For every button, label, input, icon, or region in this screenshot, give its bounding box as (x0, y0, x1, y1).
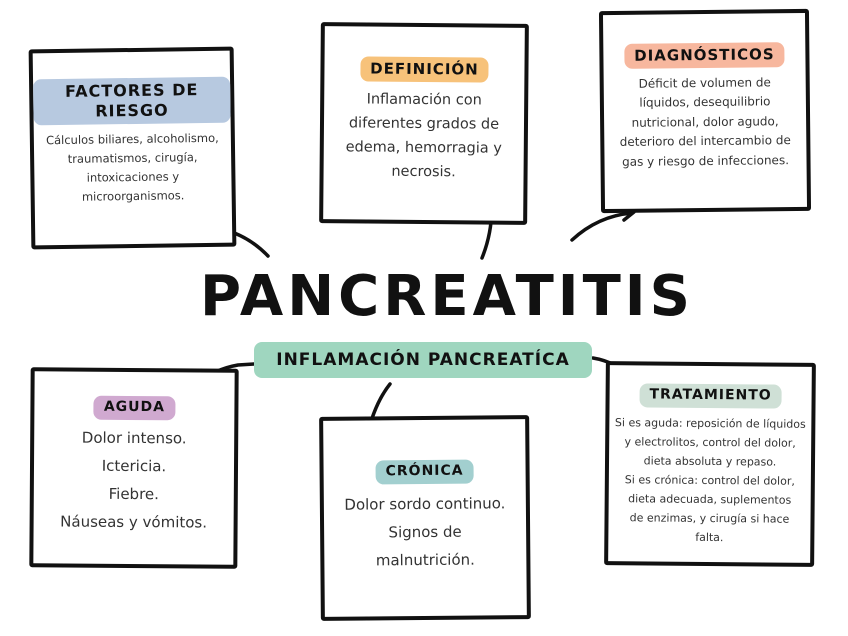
text-diagnosticos: Déficit de volumen de líquidos, desequil… (619, 75, 791, 169)
main-title: PANCREATITIS (200, 264, 694, 329)
aguda-line: Fiebre. (108, 484, 160, 503)
aguda-line: Ictericia. (101, 456, 167, 475)
tratamiento-aguda: Si es aguda: reposición de líquidos y el… (614, 415, 806, 469)
node-diagnosticos: Diagnósticos Déficit de volumen de líqui… (598, 8, 812, 214)
text-factores-de-riesgo: Cálculos biliares, alcoholismo, traumati… (45, 130, 219, 204)
aguda-line: Dolor intenso. (81, 428, 187, 447)
text-cronica: Dolor sordo continuo. Signos de malnutri… (324, 489, 527, 575)
label-diagnosticos: Diagnósticos (624, 42, 785, 69)
text-aguda: Dolor intenso. Ictericia. Fiebre. Náusea… (60, 423, 208, 536)
cronica-line: Signos de malnutrición. (375, 522, 475, 569)
node-aguda: Aguda Dolor intenso. Ictericia. Fiebre. … (29, 367, 239, 569)
text-tratamiento: Si es aguda: reposición de líquidos y el… (608, 413, 811, 548)
text-definicion: Inflamación con diferentes grados de ede… (345, 91, 502, 181)
label-tratamiento: Tratamiento (639, 383, 782, 409)
cronica-line: Dolor sordo continuo. (344, 493, 506, 514)
node-tratamiento: Tratamiento Si es aguda: reposición de l… (604, 361, 816, 567)
arrow-to-diagnosticos (570, 211, 634, 242)
label-factores-de-riesgo: Factores de riesgo (33, 76, 231, 126)
label-definicion: Definición (360, 56, 489, 83)
label-cronica: Crónica (375, 459, 474, 484)
subtitle-pill: Inflamación Pancreatíca (254, 342, 592, 378)
node-cronica: Crónica Dolor sordo continuo. Signos de … (319, 415, 531, 621)
node-definicion: Definición Inflamación con diferentes gr… (319, 22, 529, 225)
tratamiento-cronica: Si es crónica: control del dolor, dieta … (624, 472, 795, 544)
node-factores-de-riesgo: Factores de riesgo Cálculos biliares, al… (28, 46, 237, 250)
aguda-line: Náuseas y vómitos. (60, 511, 208, 532)
label-aguda: Aguda (93, 395, 176, 420)
